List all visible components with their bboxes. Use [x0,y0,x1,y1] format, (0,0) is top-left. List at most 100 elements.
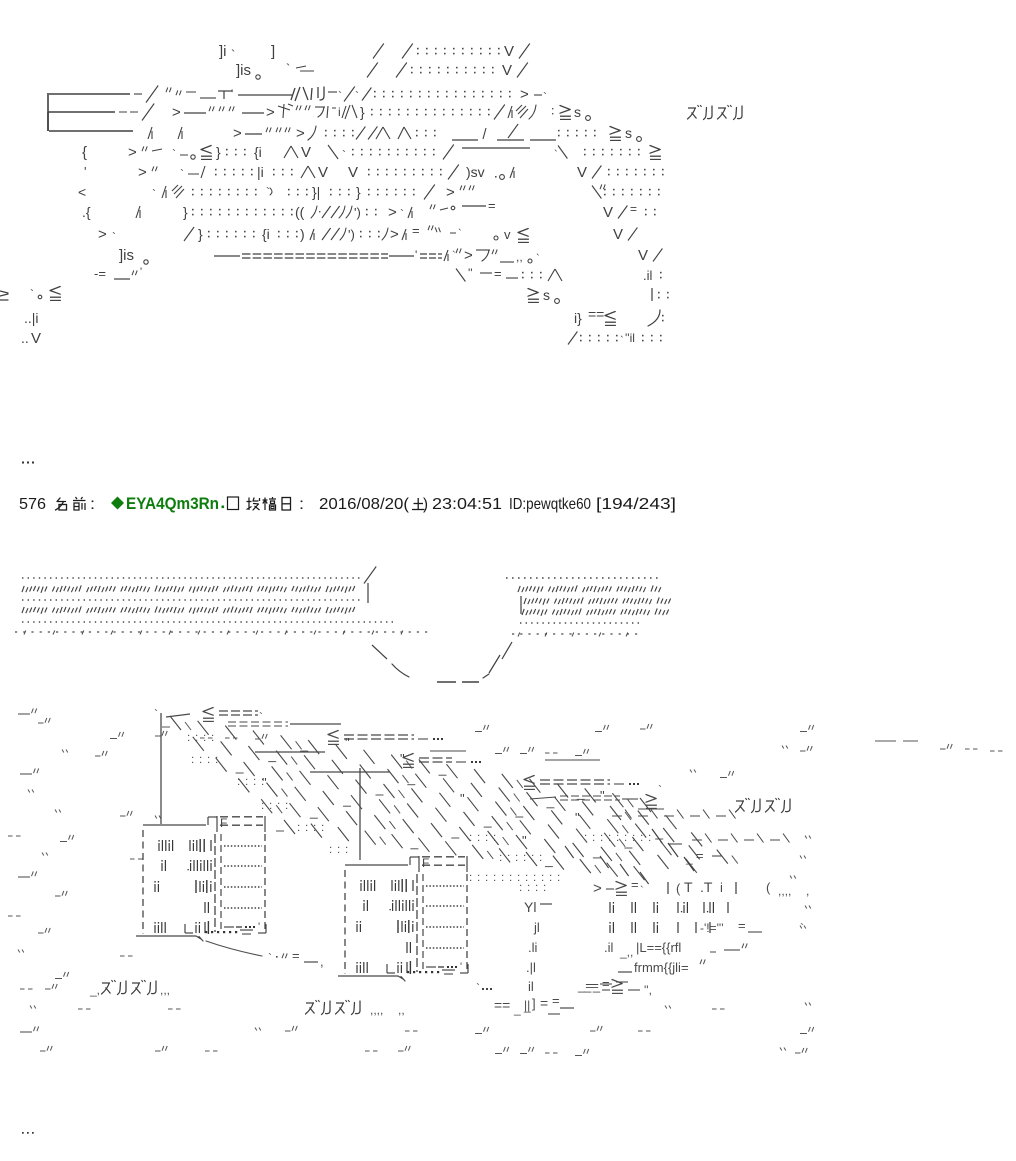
svg-text:>: > [593,880,602,897]
svg-text:<: < [78,184,86,200]
svg-text:V: V [301,144,311,161]
svg-text:}: } [183,204,188,220]
svg-text:V: V [638,247,648,264]
svg-text:_: _ [513,1002,521,1016]
svg-text:_,,: _,, [619,945,633,959]
svg-text:EYA4Qm3Rn: EYA4Qm3Rn [126,495,219,513]
svg-text:`: ` [342,148,346,162]
svg-text:": " [600,788,605,803]
svg-text:": " [400,751,405,766]
svg-text:il: il [528,979,534,994]
svg-text:|L=={{rfl: |L=={{rfl [636,940,681,955]
svg-text:..: .. [21,330,29,346]
svg-text:`: ` [543,90,547,104]
svg-text:==: == [494,997,510,1013]
svg-text:_=_: _=_ [577,978,601,993]
svg-text:>: > [520,86,529,103]
svg-text:`: ` [620,335,624,347]
svg-text:=: = [488,198,496,213]
svg-text:`: ` [458,228,462,240]
svg-text:`: ` [154,707,158,721]
svg-text:=: = [631,877,639,892]
svg-text:576: 576 [19,496,46,513]
svg-text:==: == [588,306,604,322]
svg-text:>: > [172,104,181,121]
svg-text:>: > [388,204,397,221]
svg-text:-'!=''': -'!=''' [700,921,724,935]
svg-text:`: ` [231,47,235,62]
svg-text:'): ') [348,227,355,242]
svg-text:((: (( [295,204,305,220]
svg-text:`: ` [400,207,404,221]
svg-text:V: V [577,164,587,181]
svg-text:>: > [138,164,147,181]
svg-text:`: ` [259,710,263,724]
svg-text:]is: ]is [119,247,134,264]
svg-text:=: = [696,848,704,863]
svg-text:": " [575,810,580,825]
svg-text:]i: ]i [219,43,227,60]
svg-text:ID:pewqtke60: ID:pewqtke60 [509,496,591,513]
svg-text:>: > [446,184,455,201]
svg-text:2016/08/20(: 2016/08/20( [319,496,410,513]
svg-text:)sv: )sv [466,164,485,180]
svg-text:]is: ]is [236,62,251,79]
svg-text:`: ` [268,951,272,965]
svg-text:V: V [31,330,41,347]
svg-text:`: ` [30,287,34,301]
svg-text:{i: {i [262,226,270,242]
svg-text:F: F [220,816,227,830]
svg-text:_=: _= [583,978,599,993]
svg-text:(: ( [676,881,681,896]
svg-text:>: > [464,247,473,264]
svg-text:`: ` [355,89,359,103]
svg-text:": " [262,775,267,790]
svg-text:_,: _, [89,983,100,997]
svg-text:.|l: .|l [526,960,536,975]
svg-text:v: v [504,227,511,242]
svg-text:V: V [318,164,328,181]
svg-text:V: V [504,43,514,60]
svg-text:}: } [360,104,365,120]
svg-text:,,: ,, [398,1003,405,1017]
svg-text:V: V [348,164,358,181]
svg-text::: : [299,496,304,513]
svg-text:,,: ,, [516,250,523,264]
svg-text:'',: '', [644,983,652,997]
svg-text:jl: jl [533,920,540,935]
svg-text:s: s [543,287,550,303]
svg-text:V: V [502,62,512,79]
svg-text:`: ` [286,61,290,76]
svg-text:T: T [684,879,693,895]
svg-text:`: ` [640,885,644,897]
svg-text:s: s [625,125,632,141]
svg-text:`: ` [180,167,184,181]
svg-text:": " [460,791,465,806]
svg-text:{: { [82,144,87,161]
svg-text:'): ') [354,205,361,220]
svg-text:>: > [266,104,275,121]
svg-text:'': '' [468,266,473,280]
svg-text:=: = [540,995,548,1011]
svg-text:[194/243]: [194/243] [596,496,676,513]
svg-text:>: > [233,125,242,142]
svg-text:': ' [258,921,260,933]
svg-text:Yl: Yl [524,899,536,915]
svg-text:,,,: ,,, [160,983,170,997]
svg-text:frmm{{jli=: frmm{{jli= [634,960,689,975]
svg-text:": " [522,833,527,848]
svg-text:`: ` [536,253,540,265]
svg-text:i}: i} [574,310,582,326]
svg-text:''il: ''il [625,331,635,345]
svg-text:=: = [292,948,300,963]
svg-text:||: || [524,998,530,1012]
svg-text:|i: |i [257,164,264,180]
svg-text:}: } [356,184,361,200]
svg-text:': ' [231,87,233,101]
svg-text:': ' [415,248,417,262]
svg-text:>: > [98,226,107,243]
svg-text:V: V [613,226,623,243]
svg-text:): ) [423,496,428,513]
svg-text:.{: .{ [82,204,91,220]
svg-text:`: ` [266,185,270,199]
